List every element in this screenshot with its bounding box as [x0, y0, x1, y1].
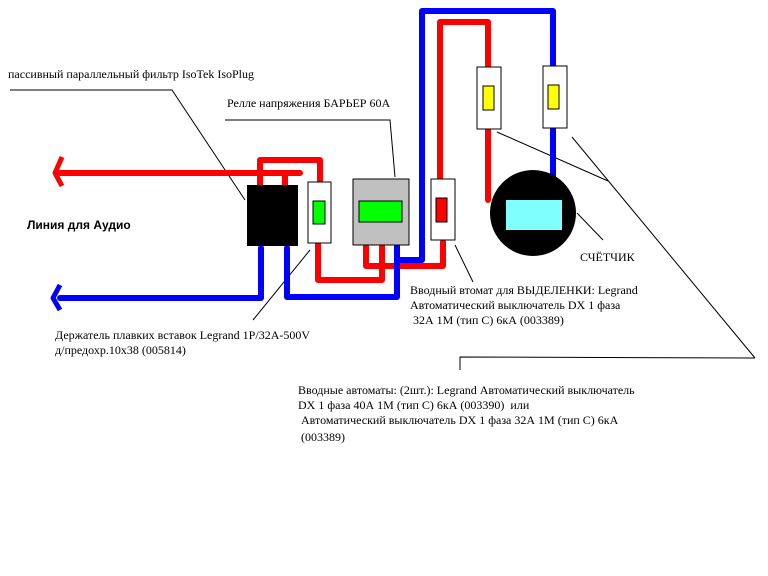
relay-display: [358, 200, 403, 223]
fuse-indicator: [312, 200, 326, 225]
phase-wire-filter-tap: [257, 157, 323, 188]
phase-wire-fuse-to-relay: [315, 241, 385, 283]
leader-filter: [10, 89, 246, 201]
voltage-relay: [352, 178, 410, 246]
dedicated-breaker-indicator: [435, 197, 448, 223]
leader-input-breaker-2: [571, 136, 756, 359]
label-input-breakers-line: (003389): [298, 430, 345, 444]
neutral-wire-filter: [284, 243, 400, 300]
leader-relay: [225, 119, 396, 178]
label-input-breakers-line: Автоматический выключатель DX 1 фаза 32А…: [298, 413, 619, 427]
label-fuse-holder-line: д/предохр.10х38 (005814): [55, 343, 186, 357]
phase-wire-breaker-to-input: [437, 19, 491, 183]
phase-wires: [57, 19, 491, 283]
neutral-wire-audio-out: [57, 245, 264, 301]
phase-wire-relay-to-breaker: [363, 239, 446, 269]
label-filter: пассивный параллельный фильтр IsoTek Iso…: [8, 67, 254, 81]
neutral-arrowhead: [50, 283, 63, 312]
electricity-meter: [490, 170, 576, 256]
input-breaker-1-indicator: [482, 85, 495, 111]
label-fuse-holder-line: Держатель плавких вставок Legrand 1P/32A…: [55, 328, 311, 342]
meter-display: [506, 200, 562, 230]
phase-arrowhead: [52, 155, 65, 188]
input-breaker-2-indicator: [547, 84, 560, 110]
input-breaker-1: [476, 66, 502, 130]
leader-fuse-holder: [252, 249, 311, 321]
leader-input-breakers: [459, 356, 756, 370]
filter-block: [247, 185, 298, 246]
label-meter: СЧЁТЧИК: [580, 250, 635, 264]
label-relay: Релле напряжения БАРЬЕР 60А: [227, 96, 391, 110]
input-breaker-2: [542, 65, 568, 129]
neutral-wires: [57, 8, 556, 301]
label-input-breakers-line: DX 1 фаза 40А 1М (тип С) 6кА (003390) ил…: [298, 398, 530, 412]
label-dedicated-breaker-line: 32А 1М (тип С) 6кА (003389): [410, 313, 564, 327]
leader-dedicated-breaker: [454, 244, 474, 283]
neutral-wire-relay-to-input: [394, 8, 556, 263]
leader-meter: [576, 212, 604, 241]
label-dedicated-breaker-line: Автоматический выключатель DX 1 фаза: [410, 298, 621, 312]
fuse-holder: [307, 181, 332, 244]
label-dedicated-breaker-line: Вводный втомат для ВЫДЕЛЕНКИ: Legrand: [410, 283, 638, 297]
label-input-breakers-line: Вводные автоматы: (2шт.): Legrand Автома…: [298, 383, 635, 397]
dedicated-breaker: [430, 178, 456, 241]
label-audio-line: Линия для Аудио: [27, 218, 131, 232]
